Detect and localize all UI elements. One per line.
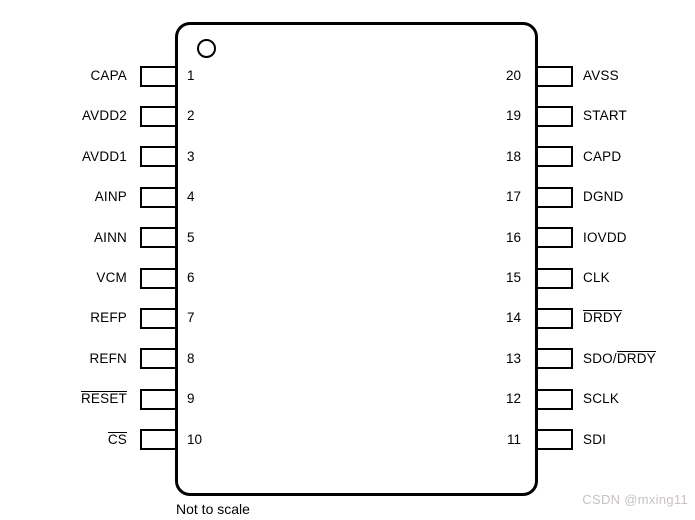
pin-label-segment: SDI bbox=[583, 431, 607, 447]
watermark: CSDN @mxing11 bbox=[582, 492, 688, 507]
pin-label-19: START bbox=[583, 106, 627, 126]
pin-label-segment: DRDY bbox=[616, 350, 656, 366]
pin-box-5 bbox=[140, 227, 177, 249]
pin-label-17: DGND bbox=[583, 187, 624, 207]
pin-number-7: 7 bbox=[187, 310, 195, 326]
pin-number-17: 17 bbox=[505, 189, 521, 205]
pin-box-7 bbox=[140, 307, 177, 329]
pin-label-15: CLK bbox=[583, 268, 610, 288]
pin-label-8: REFN bbox=[0, 349, 127, 369]
pin-box-18 bbox=[536, 146, 573, 168]
pin-number-11: 11 bbox=[506, 431, 521, 447]
pin-number-6: 6 bbox=[187, 270, 195, 285]
pin-number-9: 9 bbox=[187, 391, 195, 407]
pin-box-11 bbox=[536, 429, 573, 451]
pin-label-4: AINP bbox=[0, 187, 127, 207]
pin-label-2: AVDD2 bbox=[0, 106, 127, 126]
pin-number-16: 16 bbox=[505, 229, 521, 245]
pin-number-4: 4 bbox=[187, 189, 195, 205]
pin-label-14: DRDY bbox=[583, 308, 623, 328]
pin-label-segment: RESET bbox=[80, 391, 127, 407]
pin-box-15 bbox=[536, 267, 573, 289]
pin-label-11: SDI bbox=[583, 430, 606, 450]
pin-label-segment: REFP bbox=[90, 310, 127, 326]
not-to-scale-caption: Not to scale bbox=[176, 501, 250, 517]
pin-label-segment: CLK bbox=[583, 270, 610, 285]
pin-box-4 bbox=[140, 186, 177, 208]
pin-label-segment: SDO/ bbox=[583, 350, 617, 366]
pin-number-18: 18 bbox=[505, 148, 521, 164]
pin-label-segment: START bbox=[583, 108, 628, 124]
pin-label-segment: CAPA bbox=[90, 68, 127, 83]
pin-label-segment: SCLK bbox=[583, 391, 620, 407]
pin-box-13 bbox=[536, 348, 573, 370]
pin-number-15: 15 bbox=[505, 270, 521, 285]
pin-label-segment: DGND bbox=[583, 189, 624, 205]
pin-box-16 bbox=[536, 227, 573, 249]
pin-label-16: IOVDD bbox=[583, 228, 627, 248]
pin-label-12: SCLK bbox=[583, 389, 619, 409]
pin-label-segment: IOVDD bbox=[583, 229, 627, 245]
pin-box-20 bbox=[536, 65, 573, 87]
pin-number-3: 3 bbox=[187, 148, 195, 164]
pin-label-segment: AVDD2 bbox=[81, 108, 127, 124]
pin-number-10: 10 bbox=[187, 431, 203, 447]
pin-label-5: AINN bbox=[0, 228, 127, 248]
pin-label-18: CAPD bbox=[583, 147, 621, 167]
pin-label-3: AVDD1 bbox=[0, 147, 127, 167]
pin-number-2: 2 bbox=[187, 108, 195, 124]
pin-number-14: 14 bbox=[505, 310, 521, 326]
pin-label-7: REFP bbox=[0, 308, 127, 328]
pin1-indicator-dot bbox=[197, 39, 216, 58]
pin-label-6: VCM bbox=[0, 268, 127, 288]
pin-number-8: 8 bbox=[187, 350, 195, 366]
pin-number-20: 20 bbox=[505, 68, 521, 83]
pin-label-9: RESET bbox=[0, 389, 127, 409]
pin-box-1 bbox=[140, 65, 177, 87]
pin-box-10 bbox=[140, 429, 177, 451]
pin-number-13: 13 bbox=[505, 350, 521, 366]
pin-box-8 bbox=[140, 348, 177, 370]
pin-number-1: 1 bbox=[187, 68, 195, 83]
pin-number-19: 19 bbox=[505, 108, 521, 124]
pin-label-segment: VCM bbox=[96, 270, 127, 285]
pin-label-segment: AINP bbox=[94, 189, 127, 205]
pin-label-segment: AVDD1 bbox=[81, 148, 127, 164]
pin-label-20: AVSS bbox=[583, 66, 619, 86]
pin-box-12 bbox=[536, 388, 573, 410]
pin-label-1: CAPA bbox=[0, 66, 127, 86]
pin-number-12: 12 bbox=[505, 391, 521, 407]
pin-label-segment: AINN bbox=[93, 229, 127, 245]
pin-box-2 bbox=[140, 105, 177, 127]
pin-box-17 bbox=[536, 186, 573, 208]
chip-body bbox=[175, 22, 538, 496]
pin-number-5: 5 bbox=[187, 229, 195, 245]
pin-box-19 bbox=[536, 105, 573, 127]
pin-label-13: SDO/DRDY bbox=[583, 349, 656, 369]
pin-box-14 bbox=[536, 307, 573, 329]
pin-label-segment: REFN bbox=[89, 350, 127, 366]
pin-label-segment: AVSS bbox=[583, 68, 619, 83]
pin-box-9 bbox=[140, 388, 177, 410]
pin-label-10: CS bbox=[0, 430, 127, 450]
pin-label-segment: DRDY bbox=[583, 310, 623, 326]
pin-label-segment: CAPD bbox=[583, 148, 622, 164]
pin-box-3 bbox=[140, 146, 177, 168]
pin-label-segment: CS bbox=[107, 431, 127, 447]
pin-box-6 bbox=[140, 267, 177, 289]
